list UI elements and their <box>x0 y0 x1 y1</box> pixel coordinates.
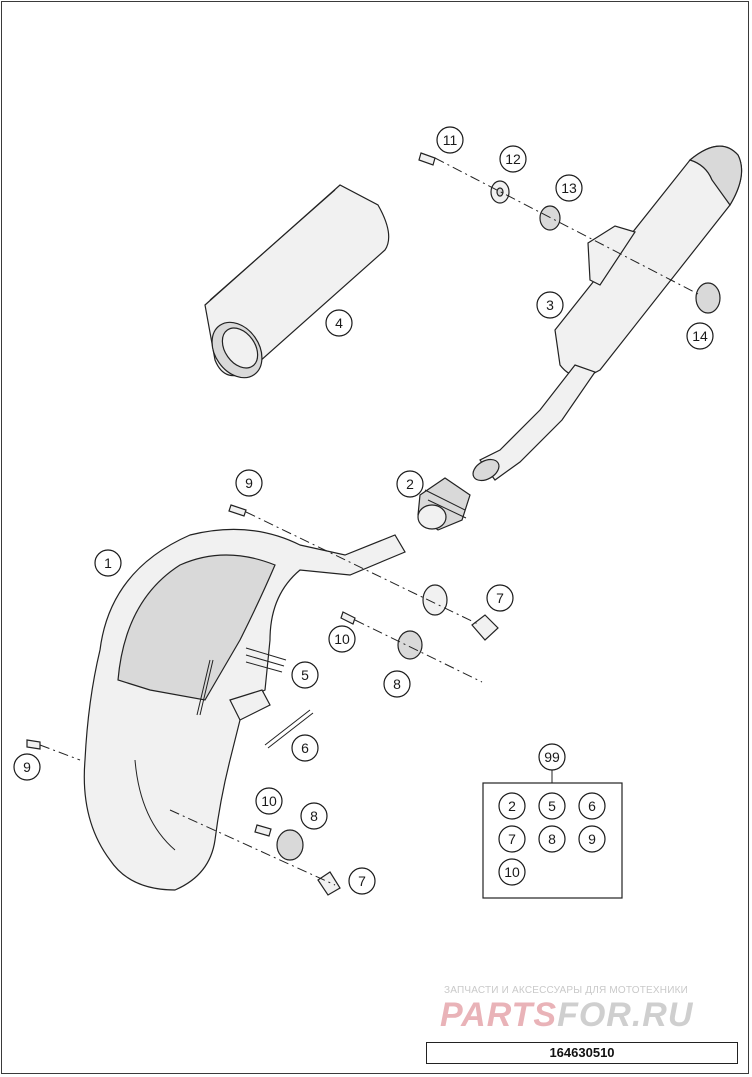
part-14-rubber <box>695 282 721 314</box>
callout-14: 14 <box>686 322 714 350</box>
callout-7-upper: 7 <box>486 584 514 612</box>
svg-text:5: 5 <box>301 667 309 683</box>
svg-text:7: 7 <box>496 590 504 606</box>
callout-13: 13 <box>555 174 583 202</box>
part-3-silencer <box>472 145 743 482</box>
svg-text:12: 12 <box>505 151 521 167</box>
svg-text:14: 14 <box>692 328 708 344</box>
part-8-rubber-mount-lower <box>276 829 304 861</box>
callout-3: 3 <box>536 291 564 319</box>
svg-text:8: 8 <box>393 676 401 692</box>
part-4-sleeve <box>204 184 390 379</box>
callout-6: 6 <box>291 734 319 762</box>
svg-text:10: 10 <box>334 631 350 647</box>
watermark-brand-b: FOR.RU <box>557 996 694 1034</box>
part-number-box: 164630510 <box>426 1042 738 1064</box>
kit-item-6: 6 <box>578 792 606 820</box>
part-1-exhaust-pipe <box>83 528 406 891</box>
svg-text:9: 9 <box>23 759 31 775</box>
svg-text:3: 3 <box>546 297 554 313</box>
part-6-spring <box>264 709 314 749</box>
part-12-washer <box>490 180 510 204</box>
svg-text:5: 5 <box>548 798 556 814</box>
part-7-nut-lower <box>317 871 341 896</box>
svg-text:6: 6 <box>301 740 309 756</box>
svg-text:7: 7 <box>358 873 366 889</box>
svg-text:13: 13 <box>561 180 577 196</box>
callout-8-lower: 8 <box>300 802 328 830</box>
svg-text:10: 10 <box>261 793 277 809</box>
callout-7-lower: 7 <box>348 867 376 895</box>
callout-2: 2 <box>396 470 424 498</box>
assembly-axes <box>39 157 701 886</box>
part-2-sleeve <box>417 477 471 531</box>
callout-11: 11 <box>436 126 464 154</box>
svg-text:9: 9 <box>245 475 253 491</box>
callout-9-lower: 9 <box>13 753 41 781</box>
svg-text:10: 10 <box>504 864 520 880</box>
svg-text:7: 7 <box>508 831 516 847</box>
svg-text:99: 99 <box>544 749 560 765</box>
svg-text:1: 1 <box>104 555 112 571</box>
svg-text:11: 11 <box>443 132 458 148</box>
part-7-nut-upper <box>471 614 499 641</box>
kit-item-7: 7 <box>498 825 526 853</box>
callout-5: 5 <box>291 661 319 689</box>
callout-8-upper: 8 <box>383 670 411 698</box>
svg-text:2: 2 <box>508 798 516 814</box>
callout-9-upper: 9 <box>235 469 263 497</box>
kit-item-5: 5 <box>538 792 566 820</box>
kit-item-10: 10 <box>498 858 526 886</box>
part-8-rubber-mount-upper <box>397 584 448 660</box>
callout-1: 1 <box>94 549 122 577</box>
watermark-tagline: ЗАПЧАСТИ И АКСЕССУАРЫ ДЛЯ МОТОТЕХНИКИ <box>444 985 689 996</box>
watermark-brand-a: PARTS <box>440 996 558 1034</box>
svg-text:8: 8 <box>310 808 318 824</box>
bolts <box>26 152 436 837</box>
callout-99: 99 <box>538 743 566 771</box>
callout-12: 12 <box>499 145 527 173</box>
callout-4: 4 <box>325 309 353 337</box>
kit-item-8: 8 <box>538 825 566 853</box>
svg-text:4: 4 <box>335 315 343 331</box>
svg-text:6: 6 <box>588 798 596 814</box>
kit-item-9: 9 <box>578 825 606 853</box>
svg-text:9: 9 <box>588 831 596 847</box>
kit-item-2: 2 <box>498 792 526 820</box>
callout-10-lower: 10 <box>255 787 283 815</box>
watermark-brand: PARTSFOR.RU <box>440 996 740 1034</box>
svg-text:2: 2 <box>406 476 414 492</box>
callout-10-upper: 10 <box>328 625 356 653</box>
svg-text:8: 8 <box>548 831 556 847</box>
part-5-spring <box>196 647 287 716</box>
